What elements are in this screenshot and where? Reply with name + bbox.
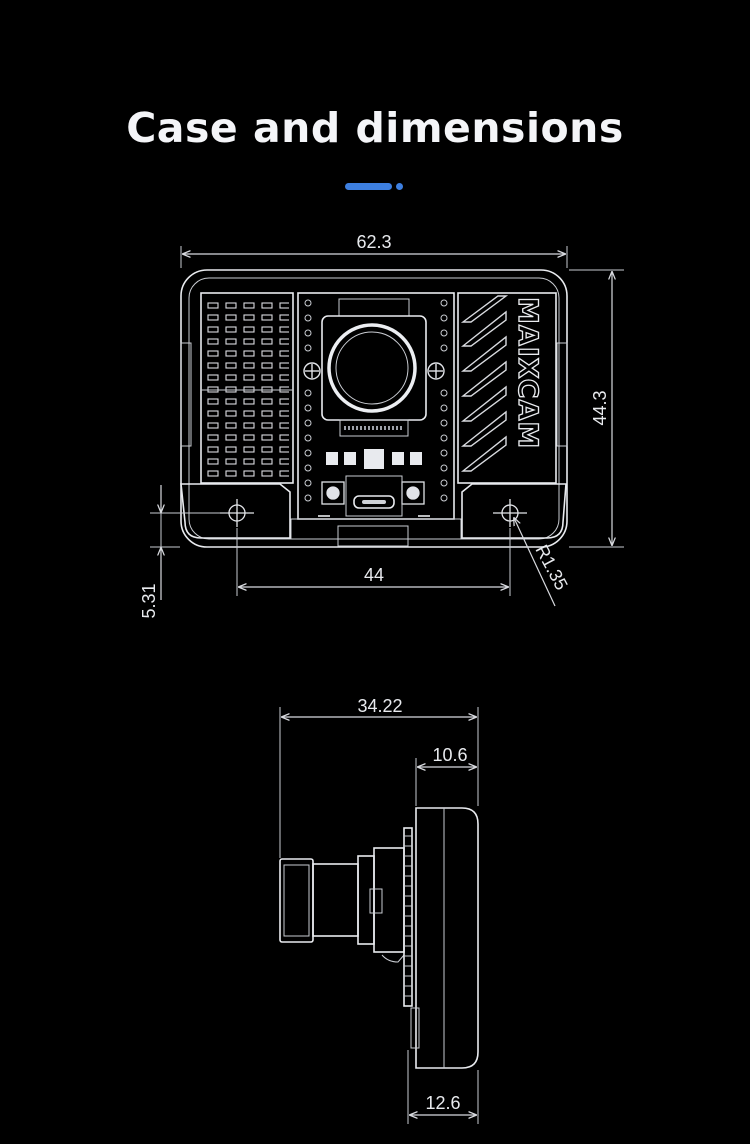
mounting-hole-icon bbox=[493, 499, 527, 527]
dim-height-label: 44.3 bbox=[590, 390, 610, 425]
dim-hole-radius: R1.35 bbox=[514, 518, 572, 607]
camera-connector bbox=[338, 298, 410, 317]
front-view: MAIXCAM bbox=[139, 232, 624, 619]
dim-hole-spacing: 44 bbox=[236, 528, 511, 596]
reset-button-icon bbox=[401, 481, 425, 505]
boot-button-icon bbox=[321, 481, 345, 505]
screw-icon bbox=[427, 362, 445, 380]
vent-panel bbox=[200, 292, 294, 484]
vent-slots bbox=[205, 298, 289, 478]
dim-base-thickness: 12.6 bbox=[407, 1050, 479, 1124]
dim-height: 44.3 bbox=[569, 269, 624, 548]
left-tab bbox=[180, 342, 192, 447]
dim-hole-offset: 5.31 bbox=[139, 485, 228, 619]
dim-body-thickness-label: 10.6 bbox=[432, 745, 467, 765]
dim-depth-total: 34.22 bbox=[279, 696, 479, 858]
pcb-edge bbox=[403, 827, 413, 1007]
dim-depth-total-label: 34.22 bbox=[357, 696, 402, 716]
fpc-connector bbox=[339, 419, 409, 437]
camera-lens-icon bbox=[327, 323, 417, 413]
dim-base-thickness-label: 12.6 bbox=[425, 1093, 460, 1113]
sensor-housing bbox=[373, 847, 405, 953]
lens-barrel bbox=[279, 858, 314, 943]
right-tab bbox=[556, 342, 568, 447]
smd-components bbox=[326, 449, 422, 469]
header-pins-right bbox=[440, 299, 448, 502]
mount-tab-right bbox=[461, 483, 567, 539]
case-side-body bbox=[415, 807, 479, 1069]
brand-logo-text: MAIXCAM bbox=[512, 297, 543, 449]
lens-mount bbox=[312, 863, 359, 937]
title-accent-bar bbox=[345, 183, 392, 190]
page-title: Case and dimensions bbox=[126, 104, 624, 152]
dim-width-label: 62.3 bbox=[356, 232, 391, 252]
dim-body-thickness: 10.6 bbox=[415, 745, 476, 806]
mount-tab-left bbox=[180, 483, 291, 539]
diagonal-stripes bbox=[460, 295, 509, 472]
title-accent-dot bbox=[396, 183, 403, 190]
screw-icon bbox=[303, 362, 321, 380]
usb-c-port bbox=[345, 475, 403, 517]
dim-hole-offset-label: 5.31 bbox=[139, 583, 159, 618]
brand-panel bbox=[457, 292, 557, 484]
dim-hole-spacing-label: 44 bbox=[364, 565, 384, 585]
header-pins-left bbox=[304, 299, 312, 502]
side-view: 34.22 10.6 12.6 bbox=[279, 696, 479, 1124]
dim-width: 62.3 bbox=[180, 232, 568, 268]
